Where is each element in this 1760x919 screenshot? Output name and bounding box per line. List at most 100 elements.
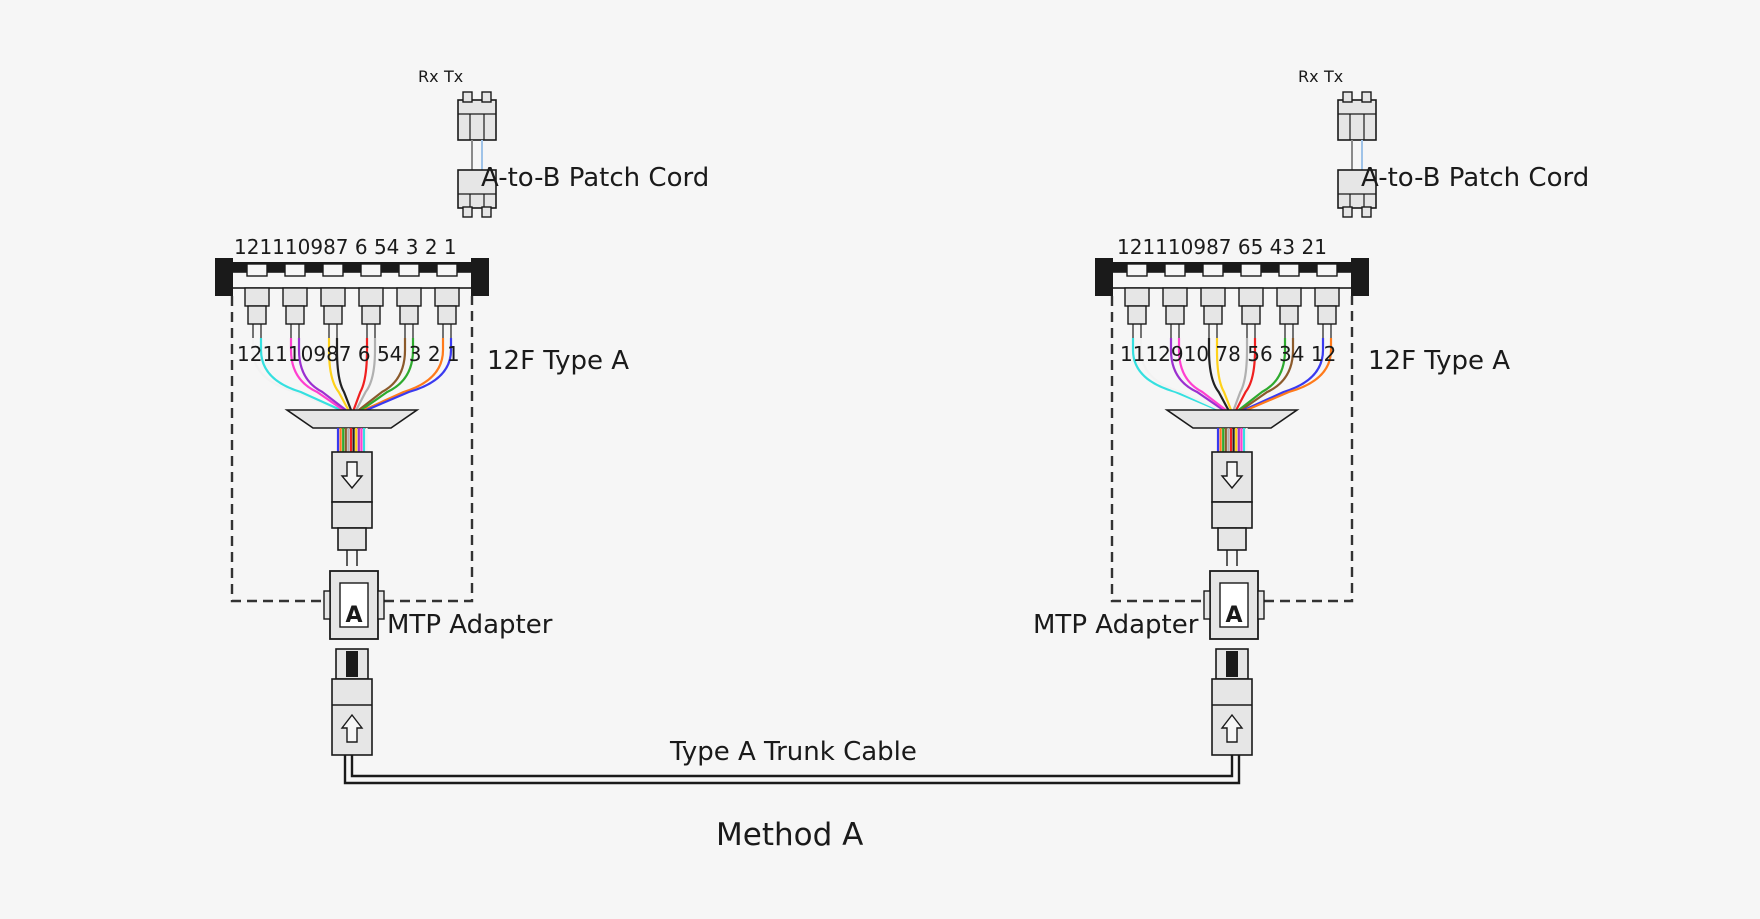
mpo-connector-body [331, 451, 373, 503]
duplex-lc-connector [434, 287, 460, 339]
fiber-strand [327, 338, 350, 411]
duplex-lc-connector [1162, 287, 1188, 339]
left-patch-cord-label: A-to-B Patch Cord [481, 163, 709, 193]
left-fiber-numbers: 121110987 6 54 3 2 1 [237, 342, 460, 366]
fanout-boot [1164, 409, 1300, 429]
duplex-lc-connector [282, 287, 308, 339]
right-rx-label: Rx [1298, 67, 1319, 86]
fiber-strand [1235, 338, 1257, 411]
fiber-strand [1246, 338, 1333, 412]
right-patch-cord-label: A-to-B Patch Cord [1361, 163, 1589, 193]
fiber-strand [1215, 338, 1233, 411]
mtp-adapter-window [339, 582, 369, 628]
mtp-adapter-flange [377, 590, 385, 620]
fiber-strand [1207, 338, 1230, 411]
duplex-lc-connector [244, 287, 270, 339]
fiber-strand [335, 338, 353, 411]
duplex-lc-connector [1124, 287, 1150, 339]
trunk-cable-label: Type A Trunk Cable [669, 737, 917, 767]
duplex-lc-connector [1200, 287, 1226, 339]
left-mtp-adapter-label: MTP Adapter [387, 610, 553, 640]
fiber-strand [259, 338, 342, 412]
panel-latch [1351, 258, 1369, 296]
left-assembly: A [215, 91, 497, 756]
fiber-strand [289, 338, 344, 411]
left-rx-label: Rx [418, 67, 439, 86]
left-top-numbers: 121110987 6 54 3 2 1 [234, 235, 457, 259]
right-assembly: A [1095, 91, 1377, 756]
cassette-port [1164, 263, 1186, 277]
cassette-port [1202, 263, 1224, 277]
cassette-outline [230, 296, 474, 603]
trunk-mpo-key [346, 651, 358, 677]
diagram-title: Method A [716, 817, 863, 853]
fiber-strand [297, 338, 347, 411]
fiber-strand [1238, 338, 1287, 411]
mtp-adapter-flange [1257, 590, 1265, 620]
fiber-strand [360, 338, 415, 411]
right-top-numbers: 121110987 65 43 21 [1117, 235, 1327, 259]
right-fiber-numbers: 1112910 78 56 34 12 [1120, 342, 1336, 366]
fiber-strand [1177, 338, 1227, 411]
mtp-adapter-window [1219, 582, 1249, 628]
duplex-lc-connector [1314, 287, 1340, 339]
fiber-strand [1131, 338, 1219, 412]
cassette-port [360, 263, 382, 277]
trunk-mpo-key [1226, 651, 1238, 677]
right-mtp-adapter-label: MTP Adapter [1033, 610, 1199, 640]
duplex-lc-connector [358, 287, 384, 339]
fiber-strand [1243, 338, 1325, 412]
mpo-connector-ferrule [1217, 527, 1247, 551]
cassette-port [1316, 263, 1338, 277]
cassette-outline [1110, 296, 1354, 603]
panel-latch [471, 258, 489, 296]
adapter-letter: A [1225, 603, 1242, 628]
up-arrow-icon [1220, 713, 1244, 743]
panel-latch [1095, 258, 1113, 296]
adapter-letter: A [345, 603, 362, 628]
duplex-lc-connector [396, 287, 422, 339]
left-tx-label: Tx [443, 67, 463, 86]
cassette-port [1126, 263, 1148, 277]
mtp-adapter-flange [323, 590, 331, 620]
panel-latch [215, 258, 233, 296]
patch-cord-top-connector [1337, 91, 1377, 141]
left-cassette-label: 12F Type A [487, 346, 629, 376]
fiber-strand [355, 338, 377, 411]
cassette-port [246, 263, 268, 277]
mpo-connector-collar [331, 501, 373, 529]
right-cassette-label: 12F Type A [1368, 346, 1510, 376]
fiber-strand [1169, 338, 1224, 411]
mpo-connector-collar [1211, 501, 1253, 529]
patch-cord-top-connector [457, 91, 497, 141]
fiber-strand [352, 338, 369, 411]
up-arrow-icon [340, 713, 364, 743]
down-arrow-icon [340, 461, 364, 490]
cassette-port [436, 263, 458, 277]
cassette-port [1240, 263, 1262, 277]
cassette-port [1278, 263, 1300, 277]
mtp-adapter-flange [1203, 590, 1211, 620]
cassette-panel [217, 262, 487, 272]
trunk-cable [343, 755, 1241, 785]
duplex-lc-connector [320, 287, 346, 339]
down-arrow-icon [1220, 461, 1244, 490]
fiber-strand [1240, 338, 1295, 411]
fiber-strand [1139, 338, 1222, 412]
cassette-panel [1097, 262, 1367, 272]
cassette-port [398, 263, 420, 277]
mpo-connector-ferrule [337, 527, 367, 551]
fiber-strand [363, 338, 445, 412]
duplex-lc-connector [1276, 287, 1302, 339]
fiber-strand [366, 338, 453, 412]
right-tx-label: Tx [1323, 67, 1343, 86]
cassette-port [284, 263, 306, 277]
fiber-strand [251, 338, 339, 412]
fiber-strand [358, 338, 407, 411]
cassette-port [322, 263, 344, 277]
fiber-strand [1232, 338, 1249, 411]
fanout-boot [284, 409, 420, 429]
duplex-lc-connector [1238, 287, 1264, 339]
